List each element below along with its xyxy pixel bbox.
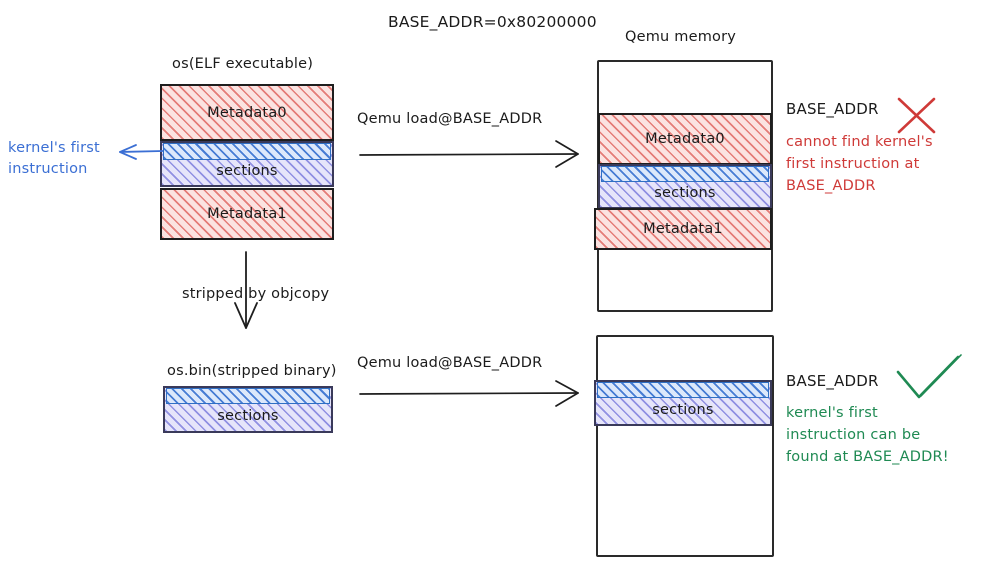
mem-block-metadata1-label: Metadata1 — [643, 221, 723, 237]
fail-note-line3: BASE_ADDR — [786, 178, 876, 194]
fail-note-line2: first instruction at — [786, 156, 920, 172]
mem-block-metadata0: Metadata0 — [598, 113, 772, 165]
elf-block-metadata1-label: Metadata1 — [207, 206, 287, 222]
elf-block-metadata1: Metadata1 — [160, 188, 334, 240]
bottom-load-arrow-label: Qemu load@BASE_ADDR — [357, 355, 543, 371]
success-note-line2: instruction can be — [786, 427, 921, 443]
elf-block-metadata0: Metadata0 — [160, 84, 334, 141]
fail-note-line1: cannot find kernel's — [786, 134, 933, 150]
kernel-first-instruction-callout-line2: instruction — [8, 161, 88, 177]
qemu-memory-label: Qemu memory — [625, 29, 737, 45]
bin-block-first-instruction — [166, 388, 330, 404]
base-addr-marker-bottom: BASE_ADDR — [786, 372, 879, 390]
elf-block-metadata0-label: Metadata0 — [207, 104, 287, 121]
check-icon — [896, 354, 962, 399]
mem-block-first-instruction — [601, 166, 769, 182]
kernel-first-instruction-arrow — [119, 144, 164, 160]
os-bin-label: os.bin(stripped binary) — [167, 363, 337, 379]
top-load-arrow-icon — [359, 140, 579, 168]
bin-block-sections-label: sections — [217, 408, 279, 424]
success-note-line3: found at BASE_ADDR! — [786, 449, 949, 465]
elf-block-sections-label: sections — [216, 163, 278, 179]
mem-block-sections-label: sections — [654, 185, 716, 201]
os-elf-label: os(ELF executable) — [172, 56, 314, 72]
success-note-line1: kernel's first — [786, 405, 878, 421]
kernel-first-instruction-callout-line1: kernel's first — [8, 140, 100, 156]
diagram-title: BASE_ADDR=0x80200000 — [388, 13, 597, 31]
mem2-block-first-instruction — [597, 382, 769, 398]
qemu-memory-frame-bottom — [596, 335, 774, 557]
top-load-arrow-label: Qemu load@BASE_ADDR — [357, 111, 543, 127]
mem-block-metadata0-label: Metadata0 — [645, 131, 725, 147]
mem2-block-sections-label: sections — [652, 401, 714, 418]
elf-block-first-instruction — [163, 143, 331, 160]
mem-block-metadata1: Metadata1 — [594, 208, 772, 250]
cross-icon — [897, 97, 936, 134]
objcopy-transform-label: stripped by objcopy — [182, 286, 330, 302]
base-addr-marker-top: BASE_ADDR — [786, 100, 879, 118]
bottom-load-arrow-icon — [359, 380, 579, 407]
